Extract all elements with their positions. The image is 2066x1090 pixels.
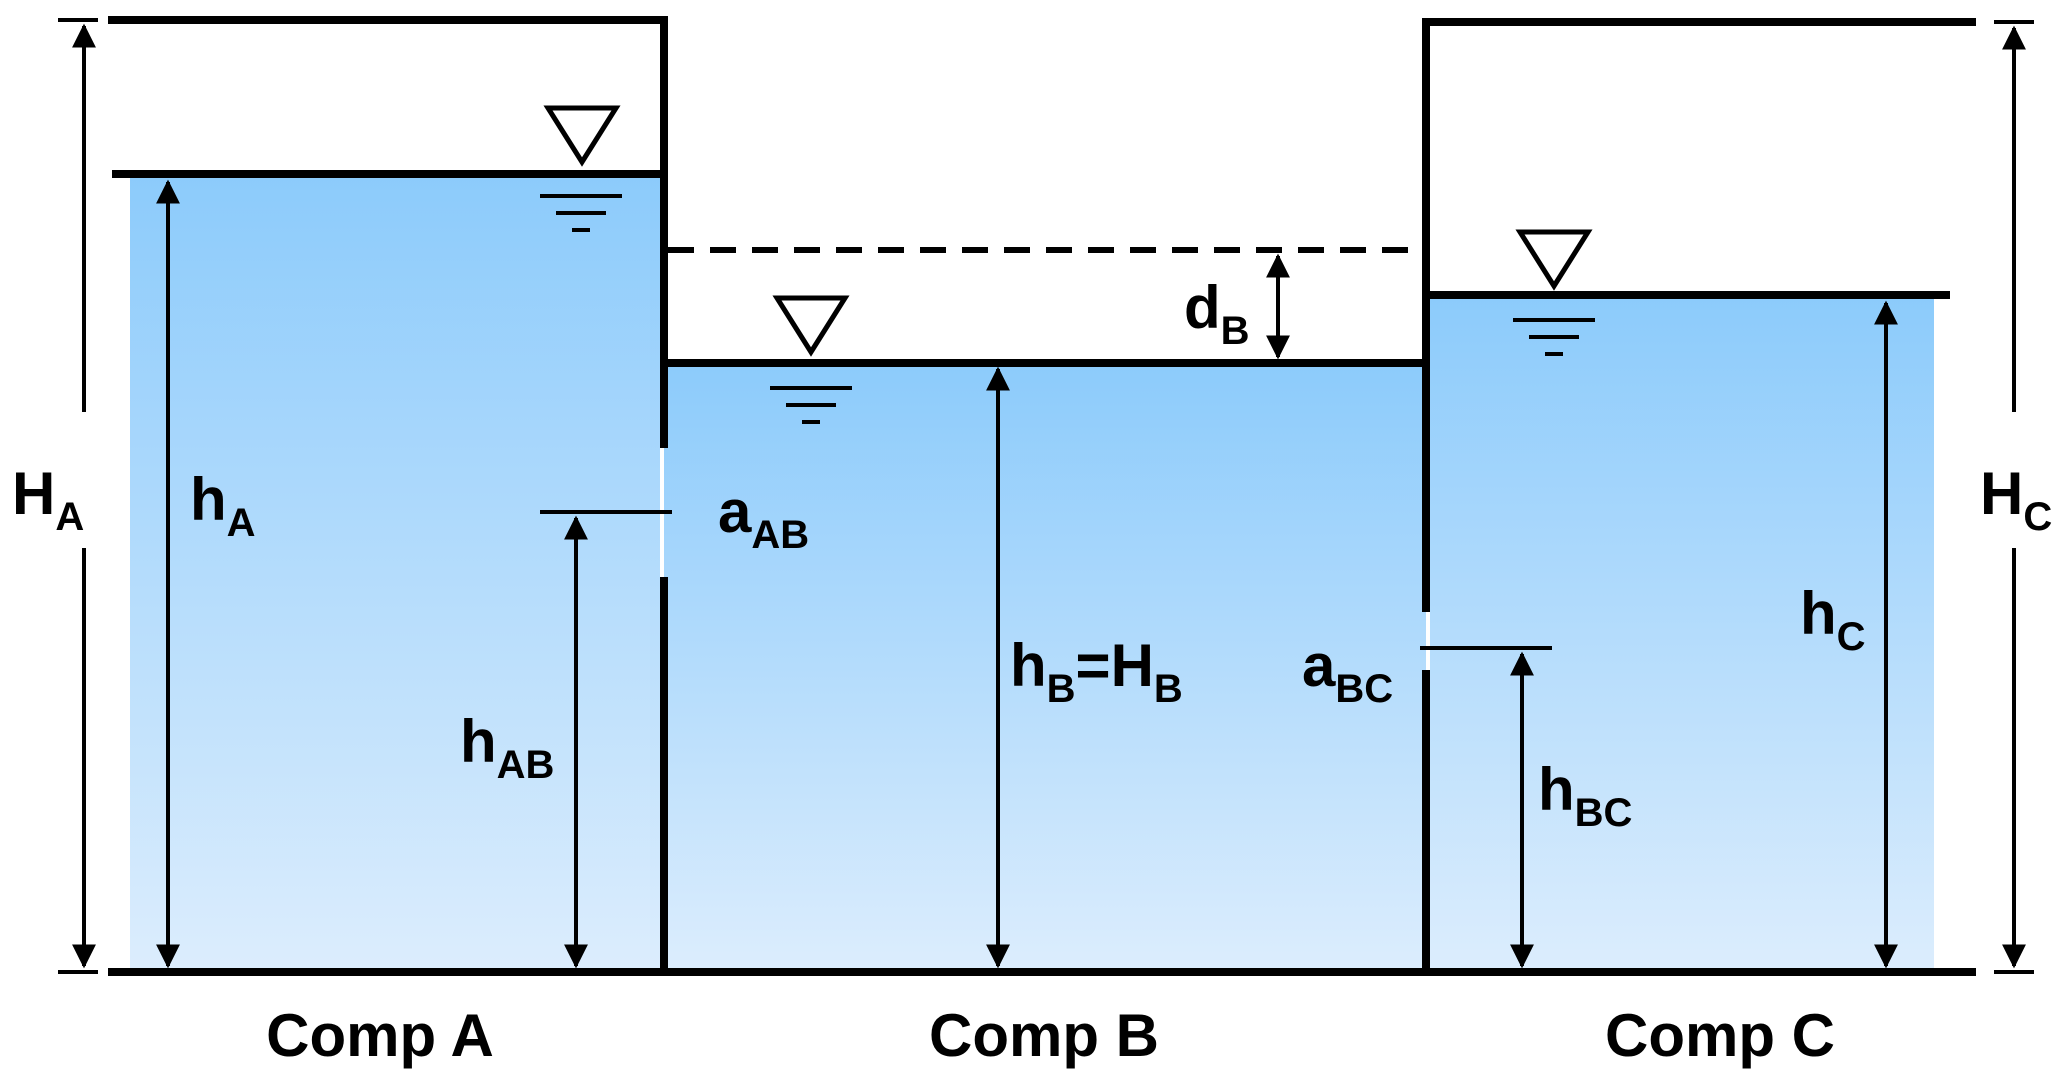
label-H-C: HC — [1980, 460, 2052, 539]
label-a-BC: aBC — [1302, 632, 1393, 711]
label-h-C: hC — [1800, 580, 1866, 659]
label-h-B-eq-H-B: hB=HB — [1010, 632, 1183, 711]
free-surface-symbol-c — [1513, 229, 1595, 356]
water-comp-b — [664, 363, 1426, 972]
water-comp-a — [130, 175, 660, 972]
label-h-A: hA — [190, 466, 256, 545]
free-surface-symbol-b — [770, 295, 852, 424]
label-a-AB: aAB — [718, 478, 809, 557]
caption-comp-a: Comp A — [266, 1002, 494, 1069]
label-h-BC: hBC — [1538, 756, 1632, 835]
caption-comp-c: Comp C — [1605, 1002, 1835, 1069]
free-surface-symbol-a — [540, 105, 622, 232]
label-h-AB: hAB — [460, 708, 554, 787]
caption-comp-b: Comp B — [929, 1002, 1159, 1069]
label-H-A: HA — [12, 460, 84, 539]
label-d-B: dB — [1184, 274, 1250, 353]
